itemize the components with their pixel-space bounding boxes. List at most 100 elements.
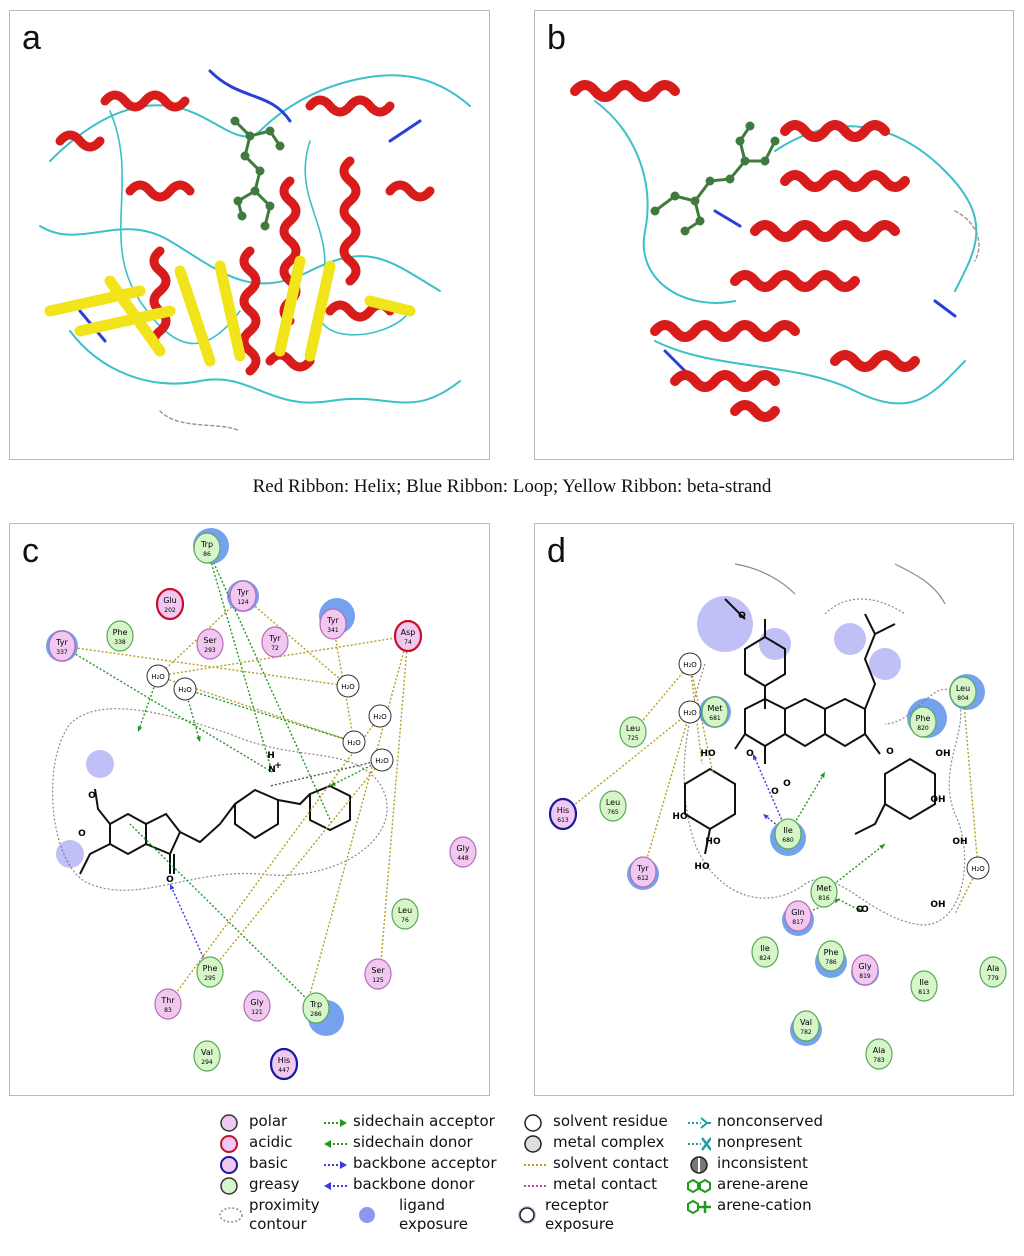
interaction-line [129, 823, 317, 1009]
legend-label: solvent contact [553, 1154, 669, 1172]
water-label: H₂O [178, 686, 192, 694]
ligand-exposure [834, 623, 866, 655]
residue-node: Ile 680 [770, 818, 806, 856]
residue-number: 124 [237, 599, 249, 606]
residue-name: Ile [783, 826, 793, 835]
residue-circle [784, 900, 812, 932]
residue-circle [229, 580, 257, 612]
greasy-residue-icon [220, 1177, 238, 1195]
sidechain-donor-icon [324, 1140, 347, 1148]
residue-circle [106, 620, 134, 652]
residue-circle [193, 1040, 221, 1072]
backbone-acceptor-icon [324, 1161, 347, 1169]
residue-number: 295 [204, 975, 216, 982]
ligand-exposure [697, 596, 753, 652]
panel-c-label: c [22, 532, 39, 570]
water-label: H₂O [375, 757, 389, 765]
proximity-contour [51, 708, 388, 891]
legend-label: inconsistent [717, 1154, 808, 1172]
residue-name: Phe [824, 948, 839, 957]
residue-circle [909, 706, 937, 738]
residue-circle [599, 790, 627, 822]
solvent-residue-circle [966, 856, 990, 880]
residue-circle [193, 532, 221, 564]
atom-label: OH [930, 900, 945, 910]
legend-label: receptor exposure [545, 1196, 614, 1233]
nonpresent-icon [688, 1137, 711, 1151]
residue-name: Asp [401, 628, 416, 637]
water-label: H₂O [683, 709, 697, 717]
residue-number: 74 [404, 639, 412, 646]
legend-label: backbone acceptor [353, 1154, 497, 1172]
interaction-line [206, 547, 333, 825]
legend-label: nonpresent [717, 1133, 803, 1151]
residue-number: 680 [782, 837, 794, 844]
residue-name: Tyr [326, 616, 339, 625]
water-molecule: H₂O [173, 677, 197, 701]
atom-label: HO [700, 749, 716, 759]
interaction-line [157, 675, 355, 743]
interaction-line [61, 645, 349, 687]
residue-number: 294 [201, 1059, 213, 1066]
interaction-line [562, 711, 691, 815]
residue-number: 121 [251, 1009, 263, 1016]
residue-number: 824 [759, 955, 771, 962]
interaction-arrowhead [330, 781, 336, 786]
residue-name: Met [817, 884, 832, 893]
ligand-exposure-icon [359, 1207, 375, 1223]
residue-name: Ala [987, 964, 1000, 973]
interaction-arrowhead [196, 736, 201, 742]
residue-node: Val 782 [790, 1010, 822, 1046]
water-label: H₂O [373, 713, 387, 721]
solvent-residue-circle [173, 677, 197, 701]
residue-number: 341 [327, 627, 339, 634]
residue-circle [817, 940, 845, 972]
panel-b-label: b [547, 19, 566, 57]
residue-name: Val [201, 1048, 213, 1057]
residue-number: 613 [557, 817, 569, 824]
residue-circle [364, 958, 392, 990]
residue-number: 681 [709, 715, 721, 722]
residue-name: Leu [956, 684, 970, 693]
interaction-line [309, 635, 409, 995]
residue-name: Leu [606, 798, 620, 807]
residue-circle [792, 1010, 820, 1042]
atom-label: O [886, 747, 894, 757]
atom-label: + [274, 761, 282, 771]
acidic-residue-icon [220, 1135, 238, 1153]
residue-circle [865, 1038, 893, 1070]
residue-circle [155, 587, 185, 621]
metal-complex-icon [524, 1135, 542, 1153]
residue-number: 782 [800, 1029, 812, 1036]
solvent-residue-circle [336, 674, 360, 698]
legend: polar acidic basic greasy proximity cont… [215, 1112, 855, 1248]
residue-circle [851, 954, 879, 986]
solvent-residue-circle [678, 652, 702, 676]
atom-label: HO [705, 837, 721, 847]
residue-number: 72 [271, 645, 279, 652]
atom-label: O [861, 905, 869, 915]
residue-name: Ser [203, 636, 217, 645]
legend-label: nonconserved [717, 1112, 823, 1130]
interaction-line [962, 691, 979, 869]
residue-circle [774, 818, 802, 850]
solvent-contact-icon [524, 1164, 547, 1166]
atom-label: OH [935, 749, 950, 759]
legend-label: acidic [249, 1133, 293, 1151]
residue-name: Gln [791, 908, 805, 917]
residue-circle [269, 1047, 299, 1081]
legend-label: sidechain acceptor [353, 1112, 495, 1130]
interaction-arrowhead [763, 814, 769, 820]
residue-name: Val [800, 1018, 812, 1027]
